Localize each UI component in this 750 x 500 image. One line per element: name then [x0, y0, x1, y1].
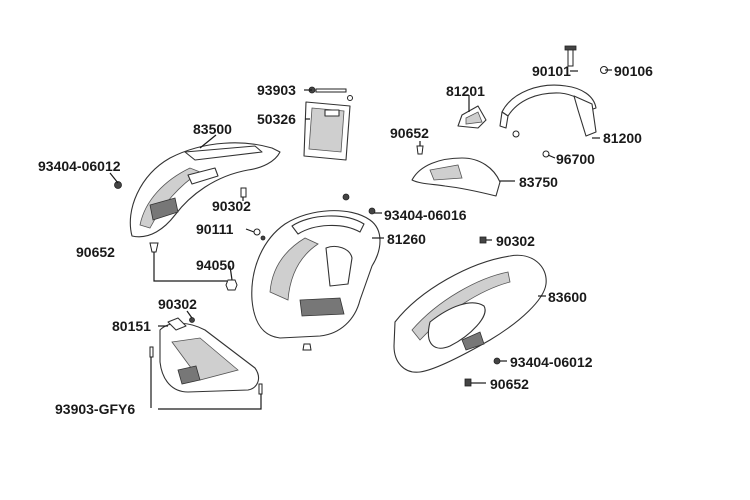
label-50326: 50326 [257, 111, 296, 127]
fastener-90652-a-clip [416, 145, 424, 155]
label-93404-06012-a: 93404-06012 [38, 158, 121, 174]
label-81260: 81260 [387, 231, 426, 247]
leader-lines [109, 69, 612, 410]
part-50326-document-card [303, 101, 351, 161]
label-90106: 90106 [614, 63, 653, 79]
label-83500: 83500 [193, 121, 232, 137]
label-93903: 93903 [257, 82, 296, 98]
label-93404-06012-b: 93404-06012 [510, 354, 593, 370]
label-90652-a: 90652 [390, 125, 429, 141]
fastener-93404-06012-b-screw [493, 357, 501, 365]
label-81201: 81201 [446, 83, 485, 99]
label-94050: 94050 [196, 257, 235, 273]
label-90302-c: 90302 [158, 296, 197, 312]
part-81201-bracket [457, 105, 487, 129]
part-83750-rear-center-cover [411, 157, 501, 197]
fastener-96700-damper [512, 130, 550, 158]
fastener-luggage-box-clip [302, 343, 312, 351]
label-81200: 81200 [603, 130, 642, 146]
fastener-90111-bolt [253, 228, 266, 241]
fastener-90302-b-nut [479, 236, 487, 244]
part-83600-side-cover [393, 254, 547, 373]
part-80151-lower-cover [159, 317, 260, 393]
label-80151: 80151 [112, 318, 151, 334]
fastener-90652-c-clip [464, 378, 472, 387]
label-96700: 96700 [556, 151, 595, 167]
label-90652-b: 90652 [76, 244, 115, 260]
part-labels: 90101 90106 81201 93903 50326 83500 9065… [38, 63, 653, 417]
fastener-90101-bolt [564, 45, 577, 67]
fastener-90652-b-clip [149, 242, 159, 253]
fastener-90302-c-nut [189, 317, 195, 323]
fastener-94050-nut [225, 279, 238, 291]
label-90111: 90111 [196, 221, 234, 237]
label-90101: 90101 [532, 63, 571, 79]
part-83500-front-cover [129, 142, 281, 238]
fastener-93404-06016-screw [342, 193, 376, 215]
label-90302-a: 90302 [212, 198, 251, 214]
label-90302-b: 90302 [496, 233, 535, 249]
label-83600: 83600 [548, 289, 587, 305]
fastener-90302-a-nut [240, 187, 247, 198]
label-83750: 83750 [519, 174, 558, 190]
label-90652-c: 90652 [490, 376, 529, 392]
fastener-93903-screw [308, 86, 353, 101]
label-93404-06016: 93404-06016 [384, 207, 467, 223]
part-81260-luggage-box [251, 210, 381, 339]
part-81200-rear-rail [499, 84, 597, 137]
fastener-93404-06012-a-screw [114, 181, 122, 189]
label-93903-gfy6: 93903-GFY6 [55, 401, 135, 417]
